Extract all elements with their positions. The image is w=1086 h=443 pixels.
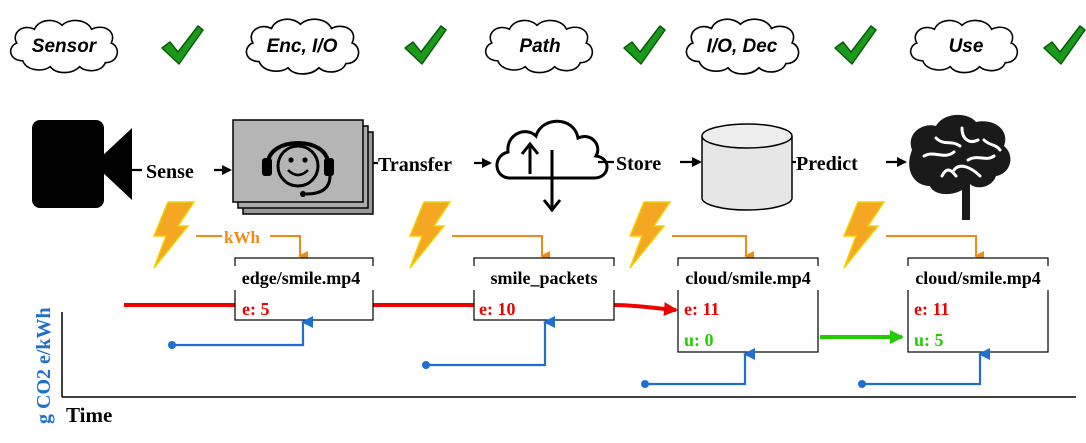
stage-label: Enc, I/O — [267, 36, 338, 57]
checkmark-icon — [623, 25, 666, 65]
carbon-arrow — [422, 316, 555, 369]
carbon-arrow — [858, 348, 990, 388]
box-title: edge/smile.mp4 — [242, 268, 361, 288]
y-axis-label: g CO2 e/kWh — [33, 307, 55, 424]
stage-label: Path — [519, 36, 560, 57]
box-emission: e: 10 — [479, 299, 515, 319]
box-emission: e: 5 — [242, 299, 269, 319]
data-box-edge: edge/smile.mp4 e: 5 — [212, 257, 390, 321]
box-title: cloud/smile.mp4 — [915, 268, 1041, 288]
data-box-packets: smile_packets e: 10 — [470, 257, 618, 321]
action-label-sense: Sense — [146, 161, 194, 183]
lightning-icon — [153, 201, 195, 269]
data-box-cloud-use: cloud/smile.mp4 e: 11 u: 5 — [884, 257, 1072, 353]
stage-cloud-path: Path — [484, 19, 594, 74]
energy-label: kWh — [224, 228, 260, 247]
action-label-transfer: Transfer — [378, 154, 452, 176]
lightning-icon — [409, 201, 451, 269]
stage-cloud-use: Use — [909, 19, 1019, 74]
box-title: smile_packets — [491, 268, 598, 288]
headset-face-icon — [232, 119, 374, 215]
emission-arrow — [613, 302, 678, 317]
energy-arrow — [672, 235, 754, 261]
checkmark-icon — [1043, 25, 1086, 65]
checkmark-icon — [404, 25, 447, 65]
cloud-transfer-icon — [495, 119, 609, 213]
stage-cloud-sensor: Sensor — [9, 19, 119, 74]
action-label-predict: Predict — [796, 153, 858, 175]
x-axis-label: Time — [66, 403, 112, 427]
checkmark-icon — [161, 25, 204, 65]
checkmark-icon — [834, 25, 877, 65]
database-icon — [701, 123, 793, 211]
stage-label: Use — [949, 36, 984, 57]
box-emission: e: 11 — [684, 299, 720, 319]
energy-arrow — [886, 235, 984, 261]
stage-cloud-io-dec: I/O, Dec — [685, 18, 800, 75]
data-box-cloud-store: cloud/smile.mp4 e: 11 u: 0 — [656, 257, 840, 353]
box-utility: u: 0 — [684, 330, 714, 350]
box-utility: u: 5 — [914, 330, 944, 350]
brain-icon — [909, 114, 1011, 220]
stage-label: I/O, Dec — [707, 36, 778, 57]
stage-cloud-enc-io: Enc, I/O — [245, 18, 360, 75]
lightning-icon — [843, 201, 885, 269]
box-emission: e: 11 — [914, 299, 950, 319]
camera-icon — [32, 120, 132, 208]
carbon-arrow — [641, 348, 755, 388]
action-label-store: Store — [616, 153, 661, 175]
lightning-icon — [629, 201, 671, 269]
carbon-arrow — [168, 316, 313, 349]
box-title: cloud/smile.mp4 — [685, 268, 811, 288]
stage-label: Sensor — [32, 36, 98, 57]
energy-arrow — [452, 235, 550, 261]
